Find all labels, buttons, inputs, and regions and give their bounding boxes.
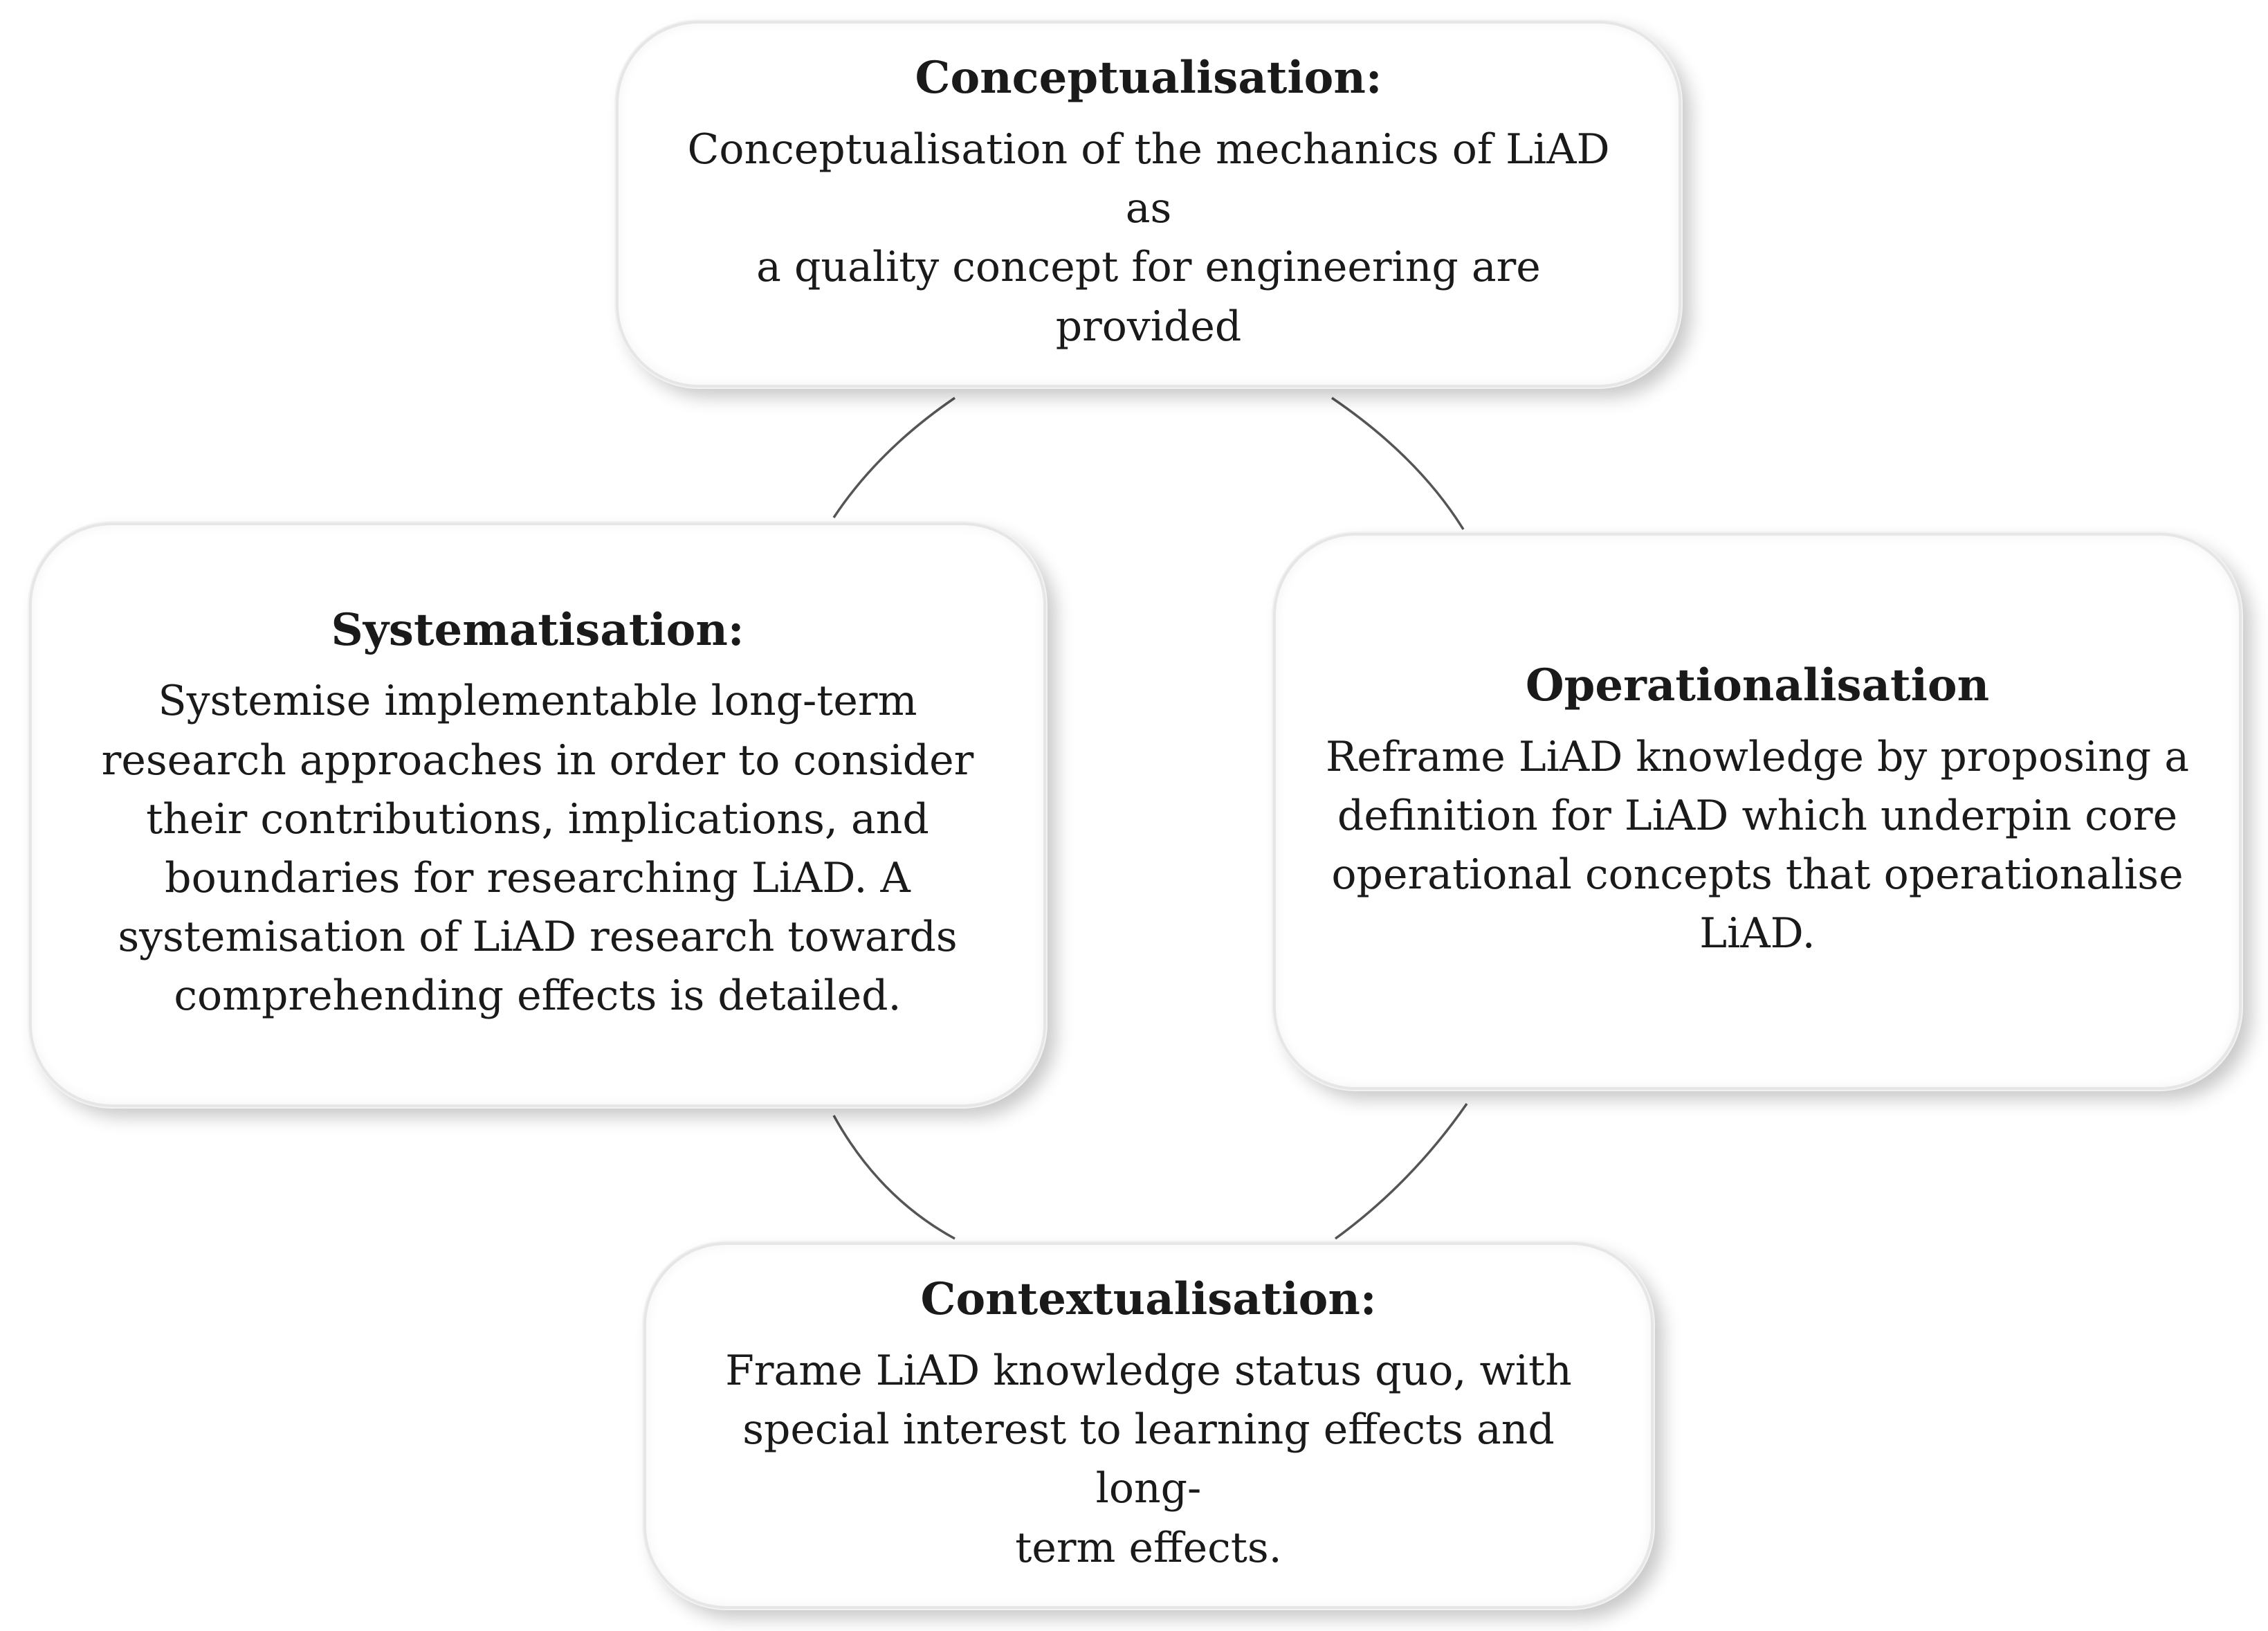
connector-right-bottom: [1334, 1103, 1468, 1240]
connector-top-right: [1331, 397, 1465, 530]
systematisation-box: Systematisation: Systemise implementable…: [29, 522, 1046, 1107]
conceptualisation-box: Conceptualisation: Conceptualisation of …: [616, 21, 1681, 388]
systematisation-title: Systematisation:: [331, 603, 744, 656]
contextualisation-title: Contextualisation:: [920, 1273, 1377, 1326]
systematisation-description: Systemise implementable long-term resear…: [101, 677, 974, 1021]
operationalisation-title: Operationalisation: [1525, 659, 1990, 711]
connector-left-bottom: [832, 1115, 955, 1240]
conceptualisation-title: Conceptualisation:: [915, 52, 1382, 104]
operationalisation-box: Operationalisation Reframe LiAD knowledg…: [1273, 533, 2242, 1090]
conceptualisation-description: Conceptualisation of the mechanics of Li…: [687, 125, 1610, 351]
connector-top-left: [832, 397, 955, 518]
contextualisation-description: Frame LiAD knowledge status quo, with sp…: [725, 1347, 1572, 1572]
contextualisation-box: Contextualisation: Frame LiAD knowledge …: [643, 1242, 1654, 1609]
operationalisation-description: Reframe LiAD knowledge by proposing a de…: [1326, 732, 2189, 958]
